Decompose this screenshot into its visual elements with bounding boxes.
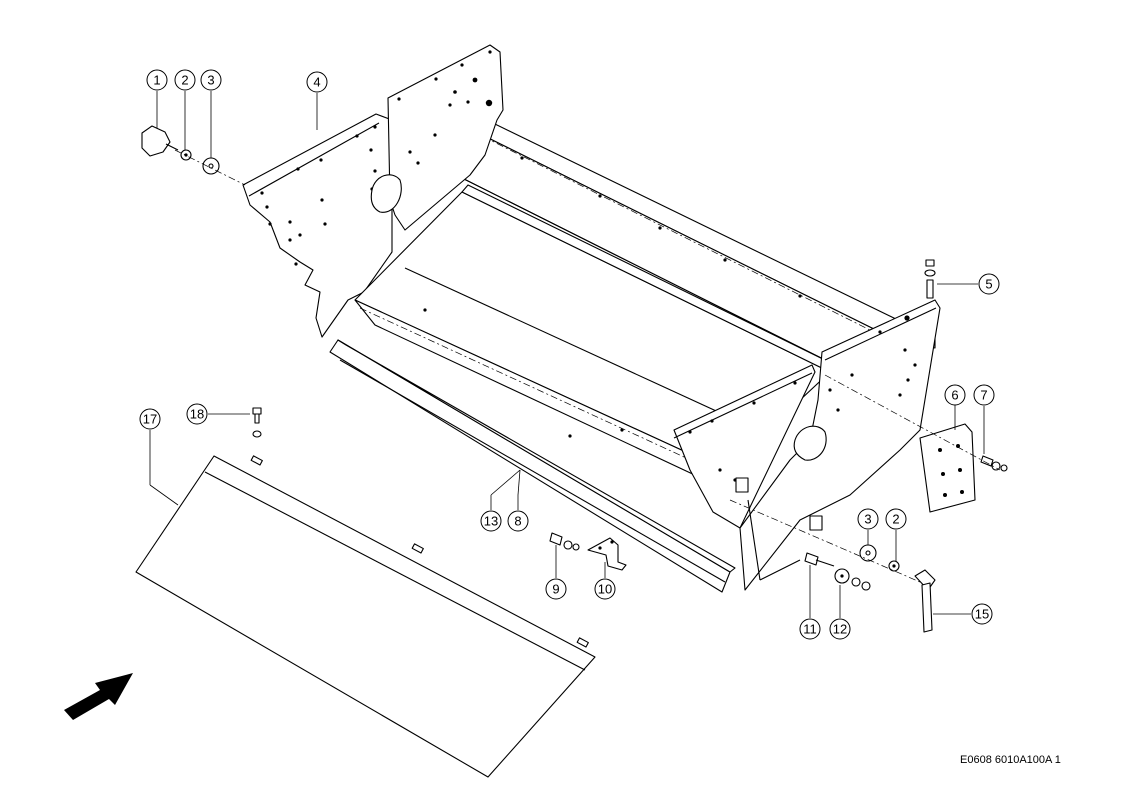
svg-text:1: 1 [153,73,160,88]
washer-right-2 [888,560,900,572]
bolt-part-11 [804,552,835,567]
svg-text:12: 12 [833,622,847,637]
svg-text:3: 3 [207,73,214,88]
left-side-plate [370,44,504,231]
bracket-part-6 [919,423,976,513]
callout-4: 4 [306,71,328,93]
bolt-part-9 [549,532,580,551]
lever-part-15 [914,569,936,633]
washer-part-3 [202,157,220,175]
callout-3-right: 3 [857,508,879,530]
washer-part-12 [834,568,871,591]
direction-arrow-icon [64,673,133,720]
callout-17: 17 [139,408,161,430]
callout-7: 7 [973,384,995,406]
callout-18: 18 [186,403,208,425]
washer-right-3 [859,544,877,562]
callout-11: 11 [799,618,821,640]
callout-6: 6 [944,384,966,406]
right-end-plate [739,299,941,591]
callout-9: 9 [545,578,567,600]
plate-part-10 [587,537,627,571]
callout-5: 5 [978,273,1000,295]
svg-text:8: 8 [514,514,521,529]
drawing-code: E0608 6010A100A 1 [960,754,1061,766]
svg-text:15: 15 [975,607,989,622]
svg-text:18: 18 [190,407,204,422]
callout-2: 2 [174,69,196,91]
callout-10: 10 [594,578,616,600]
callout-8: 8 [507,510,529,532]
svg-text:4: 4 [313,75,320,90]
callout-12: 12 [829,618,851,640]
svg-text:2: 2 [892,512,899,527]
svg-text:13: 13 [484,514,498,529]
knob-part-1 [141,125,179,157]
cover-plate [135,455,596,778]
callout-15: 15 [971,603,993,625]
callout-3: 3 [200,69,222,91]
front-wall-edge [747,499,801,581]
callout-bubbles: 1 2 3 4 5 6 7 8 9 10 11 12 13 2 3 15 17 … [139,69,1000,640]
washer-part-2 [180,149,192,161]
svg-text:9: 9 [552,582,559,597]
svg-text:7: 7 [980,388,987,403]
leader-lines [149,91,985,618]
svg-text:6: 6 [951,388,958,403]
spacer-part [735,477,823,531]
svg-text:2: 2 [181,73,188,88]
front-rail [329,339,736,593]
svg-text:11: 11 [803,622,817,637]
svg-text:5: 5 [985,277,992,292]
back-wall [455,107,936,401]
bolt-part-7 [980,455,1008,472]
svg-text:10: 10 [598,582,612,597]
callout-2-right: 2 [885,508,907,530]
callout-13: 13 [480,510,502,532]
svg-text:17: 17 [143,412,157,427]
svg-text:3: 3 [864,512,871,527]
bolt-part-18 [252,407,262,438]
bolt-part-5 [924,259,936,299]
callout-1: 1 [146,69,168,91]
